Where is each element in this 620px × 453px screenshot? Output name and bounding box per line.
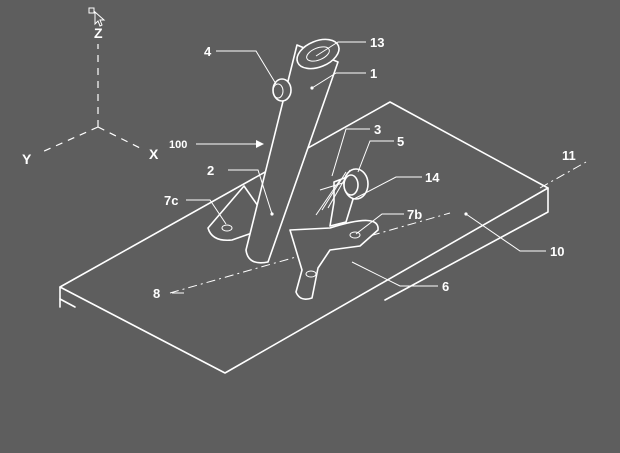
label-6: 6 (442, 279, 449, 294)
label-100: 100 (169, 139, 187, 151)
label-3: 3 (374, 122, 381, 137)
label-14: 14 (425, 170, 440, 185)
x-axis-line (97, 126, 145, 151)
leader-dot-10 (464, 212, 468, 216)
label-2: 2 (207, 163, 214, 178)
center-line-8 (169, 212, 451, 294)
z-axis-label: Z (94, 25, 103, 41)
label-7b: 7b (407, 207, 422, 222)
y-axis-label: Y (22, 151, 32, 167)
support-arm-6 (289, 219, 379, 300)
coordinate-axes: Z Y X (22, 25, 159, 167)
center-line-11 (539, 161, 587, 189)
label-10: 10 (550, 244, 564, 259)
label-8: 8 (153, 286, 160, 301)
hole-7c (221, 224, 233, 232)
hole-7b (349, 231, 361, 239)
cursor-icon (88, 7, 106, 27)
hole-6 (305, 270, 317, 278)
label-7c: 7c (164, 193, 178, 208)
leader-dot-1 (310, 86, 314, 90)
y-axis-line (41, 126, 99, 153)
label-1: 1 (370, 66, 377, 81)
x-axis-label: X (149, 146, 159, 162)
arrow-100 (196, 140, 264, 148)
pin-4 (272, 78, 292, 102)
leader-lines (172, 41, 546, 294)
label-4: 4 (204, 44, 212, 59)
label-13: 13 (370, 35, 384, 50)
label-5: 5 (397, 134, 404, 149)
leader-dot-2 (270, 212, 274, 216)
knob-5 (343, 168, 369, 200)
label-11: 11 (562, 148, 576, 163)
tube-1 (245, 38, 340, 264)
